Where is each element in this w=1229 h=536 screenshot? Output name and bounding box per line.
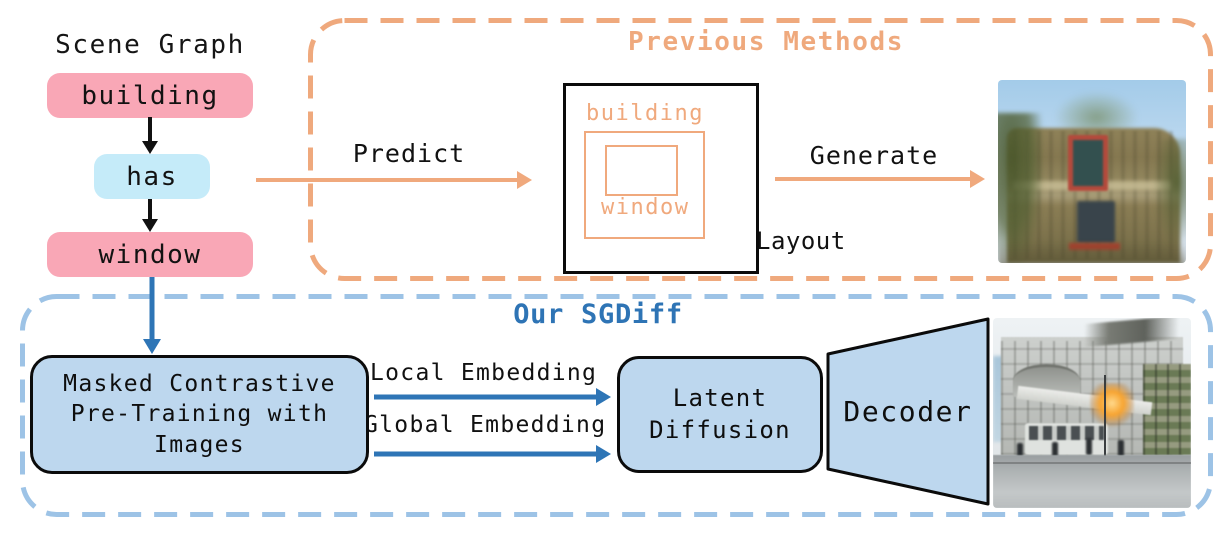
arrow-head [143,339,161,354]
scene-graph-node-window: window [47,232,253,277]
image-curb-layer [993,462,1191,465]
layout-building-bbox [584,131,705,239]
layout-frame [563,83,759,274]
arrow-stem [149,277,155,343]
masked-pretraining-line1: Masked Contrastive [63,370,336,397]
previous-methods-panel-border [308,18,1213,281]
global-embedding-label: Global Embedding [364,412,607,438]
image-figure-layer [1086,437,1093,455]
generate-arrow [775,170,985,188]
latent-diffusion-line2: Diffusion [649,415,791,444]
arrow-head [142,219,158,232]
image-ground-layer [998,241,1186,263]
image-red-window-layer [1067,134,1108,191]
local-embedding-arrow [374,388,611,406]
layout-caption: Layout [756,227,846,255]
scene-graph-node-has: has [94,154,210,199]
image-pole-layer [1103,375,1106,480]
local-embedding-label: Local Embedding [370,360,598,386]
image-figure-layer [1117,439,1124,457]
arrow-head [517,171,532,189]
sgdiff-result-image [993,318,1191,508]
scene-graph-edge-arrow-1 [141,117,159,154]
arrow-stem [374,451,598,457]
decoder-label: Decoder [843,395,973,428]
image-green-windows-layer [1143,363,1191,455]
masked-pretraining-line3: Images [154,431,245,458]
arrow-stem [148,117,152,143]
masked-pretraining-box: Masked Contrastive Pre-Training with Ima… [30,355,369,474]
decoder-shape [826,317,990,506]
arrow-head [596,388,611,406]
previous-methods-title: Previous Methods [627,27,905,57]
predict-label: Predict [352,139,466,168]
scene-graph-edge-arrow-2 [141,199,159,232]
layout-window-label: window [601,195,690,220]
latent-diffusion-box: Latent Diffusion [617,356,823,473]
scene-graph-title: Scene Graph [55,30,245,60]
image-orange-glow-layer [1090,382,1134,429]
predict-arrow [256,171,532,189]
sgdiff-panel-border [20,294,1213,517]
image-street-layer [993,454,1191,508]
latent-diffusion-line1: Latent [672,383,768,412]
arrow-stem [256,178,519,182]
masked-pretraining-line2: Pre-Training with [70,401,329,428]
generate-label: Generate [809,141,939,170]
image-figure-layer [1052,441,1059,459]
layout-window-bbox [605,145,678,196]
sgdiff-title: Our SGDiff [513,299,683,330]
image-figure-layer [1016,443,1023,461]
arrow-stem [148,199,152,221]
previous-methods-result-image [998,80,1186,263]
arrow-stem [374,394,598,400]
arrow-head [970,170,985,188]
global-embedding-arrow [374,445,611,463]
decoder-trapezoid: Decoder [826,316,990,507]
layout-building-label: building [586,101,704,126]
image-tree-right-layer [1154,138,1186,249]
scene-graph-node-building: building [47,73,253,118]
image-door-layer [1076,200,1115,243]
arrow-stem [775,177,972,181]
arrow-head [142,141,158,154]
arrow-head [596,445,611,463]
image-tree-left-layer [998,112,1044,263]
image-tram-windows-layer [1028,426,1104,440]
scene-graph-to-sgdiff-arrow [143,277,161,354]
